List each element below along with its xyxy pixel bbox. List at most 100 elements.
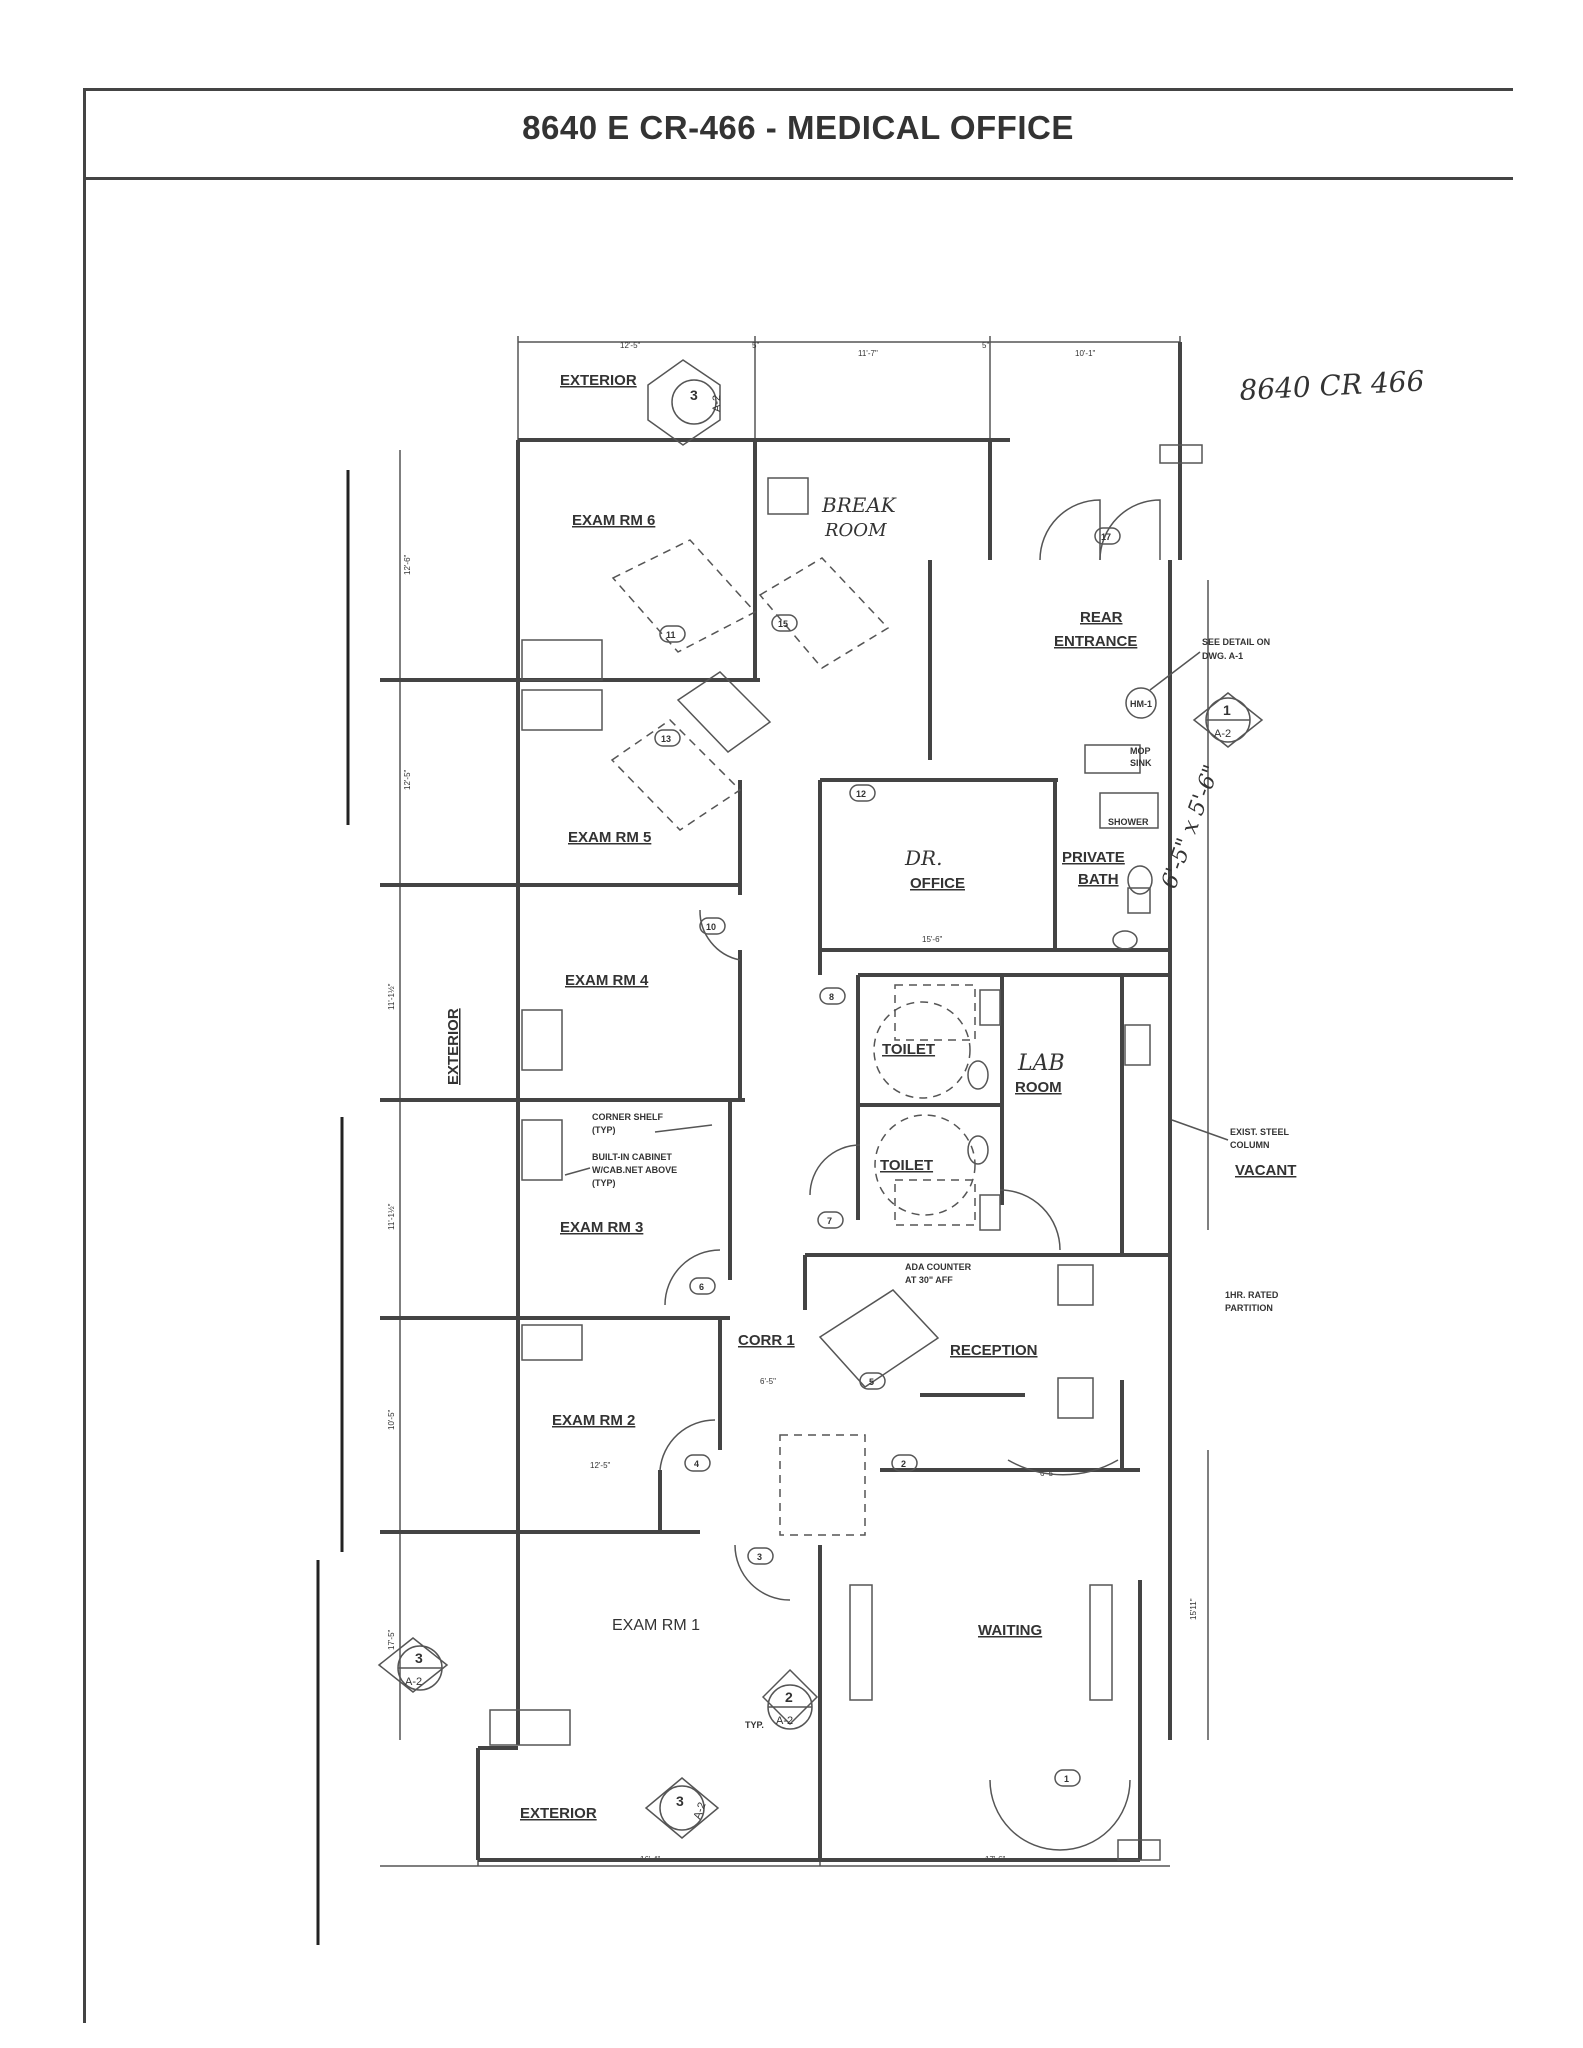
room-rear-entrance: REAR — [1080, 609, 1123, 626]
dim-top-5: 10'-1" — [1075, 349, 1096, 358]
section-marker-bottom-center: 2 A-2 TYP. — [745, 1668, 819, 1730]
handwritten-dimension: 6'-5" x 5'-6" — [1157, 762, 1225, 892]
room-waiting: WAITING — [978, 1622, 1042, 1639]
svg-text:3: 3 — [690, 387, 698, 403]
room-toilet-lower: TOILET — [880, 1157, 933, 1174]
room-break: BREAK — [821, 493, 897, 517]
dim-top-3: 11'-7" — [858, 349, 878, 358]
section-marker-top: 3 A-2 — [647, 359, 723, 446]
room-lab-line2: ROOM — [1015, 1079, 1062, 1096]
room-lab: LAB — [1017, 1051, 1065, 1076]
note-corner-shelf-line2: (TYP) — [592, 1125, 616, 1135]
room-shower: SHOWER — [1108, 817, 1149, 827]
dim-left-4: 11'-1½" — [387, 1203, 396, 1230]
dim-left-2: 12'-5" — [403, 769, 412, 790]
section-marker-bottom: 3 A-2 — [644, 1777, 720, 1839]
room-labels: EXAM RM 6 EXAM RM 5 EXAM RM 4 EXAM RM 3 … — [445, 372, 1296, 1822]
svg-text:A-2: A-2 — [776, 1715, 793, 1727]
svg-text:3: 3 — [757, 1552, 762, 1562]
dim-dr-width: 15'-6" — [922, 935, 943, 944]
note-rated-partition-line2: PARTITION — [1225, 1303, 1273, 1313]
room-exam-3: EXAM RM 3 — [560, 1219, 643, 1236]
dim-mid-3: 6'-5" — [760, 1377, 776, 1386]
section-marker-right: 1 A-2 — [1192, 692, 1264, 748]
svg-text:5: 5 — [869, 1377, 874, 1387]
section-marker-left: 3 A-2 — [377, 1637, 449, 1693]
dim-top-1: 12'-5" — [620, 341, 641, 350]
svg-text:11: 11 — [666, 630, 676, 640]
room-private-bath-line2: BATH — [1078, 871, 1119, 888]
svg-text:10: 10 — [706, 922, 716, 932]
svg-text:A-2: A-2 — [711, 395, 723, 412]
svg-text:17: 17 — [1101, 532, 1111, 542]
dim-top-2: 5" — [752, 341, 759, 350]
room-exam-5: EXAM RM 5 — [568, 829, 651, 846]
svg-text:12: 12 — [856, 789, 866, 799]
page-title: 8640 E CR-466 - MEDICAL OFFICE — [522, 109, 1074, 146]
title-bar: 8640 E CR-466 - MEDICAL OFFICE — [83, 88, 1513, 180]
svg-text:A-2: A-2 — [405, 1676, 422, 1688]
dimension-labels: 12'-5" 5" 11'-7" 5" 10'-1" 12'-6" 12'-5"… — [387, 341, 1198, 1864]
note-builtin-cabinet: BUILT-IN CABINET — [592, 1152, 672, 1162]
svg-text:1: 1 — [1064, 1774, 1069, 1784]
note-see-detail-line2: DWG. A-1 — [1202, 651, 1243, 661]
note-see-detail: SEE DETAIL ON — [1202, 637, 1270, 647]
door-swings — [489, 444, 1203, 1861]
dim-top-4: 5" — [982, 341, 989, 350]
note-builtin-cabinet-line3: (TYP) — [592, 1178, 616, 1188]
dim-left-1: 12'-6" — [403, 554, 412, 575]
svg-text:2: 2 — [785, 1689, 793, 1705]
room-exam-2: EXAM RM 2 — [552, 1412, 635, 1429]
note-builtin-cabinet-line2: W/CAB.NET ABOVE — [592, 1165, 677, 1175]
room-break-line2: ROOM — [824, 520, 887, 541]
room-reception: RECEPTION — [950, 1342, 1038, 1359]
dim-left-3: 11'-1½" — [387, 983, 396, 1010]
room-dr-office: DR. — [904, 846, 942, 870]
svg-text:2: 2 — [901, 1459, 906, 1469]
dim-right-1: 15'11" — [1189, 1598, 1198, 1620]
note-ada-counter: ADA COUNTER — [905, 1262, 972, 1272]
svg-text:A-2: A-2 — [1214, 728, 1231, 740]
svg-text:HM-1: HM-1 — [1130, 699, 1152, 709]
svg-text:6: 6 — [699, 1282, 704, 1292]
label-exterior-left: EXTERIOR — [445, 1008, 462, 1085]
room-corridor: CORR 1 — [738, 1332, 795, 1349]
room-vacant: VACANT — [1235, 1162, 1296, 1179]
room-exam-4: EXAM RM 4 — [565, 972, 649, 989]
typ-note: TYP. — [745, 1720, 764, 1730]
svg-text:3: 3 — [415, 1650, 423, 1666]
svg-text:A-2: A-2 — [692, 1801, 709, 1821]
room-mop-sink-line2: SINK — [1130, 758, 1152, 768]
note-rated-partition: 1HR. RATED — [1225, 1290, 1279, 1300]
door-tags: 17 11 15 13 12 10 8 7 6 5 4 2 3 1 HM-1 — [654, 527, 1157, 1787]
svg-text:1: 1 — [1223, 702, 1231, 718]
svg-text:4: 4 — [694, 1459, 699, 1469]
dim-left-5: 10'-5" — [387, 1409, 396, 1430]
note-exist-column: EXIST. STEEL — [1230, 1127, 1290, 1137]
handwritten-address: 8640 CR 466 — [1239, 364, 1425, 407]
label-exterior-bottom: EXTERIOR — [520, 1805, 597, 1822]
svg-text:8: 8 — [829, 992, 834, 1002]
room-dr-office-line2: OFFICE — [910, 875, 965, 892]
room-toilet-upper: TOILET — [882, 1041, 935, 1058]
label-exterior-top: EXTERIOR — [560, 372, 637, 389]
room-rear-entrance-line2: ENTRANCE — [1054, 633, 1137, 650]
room-exam-1: EXAM RM 1 — [612, 1617, 700, 1634]
room-private-bath: PRIVATE — [1062, 849, 1125, 866]
svg-text:13: 13 — [661, 734, 671, 744]
walls — [380, 342, 1182, 1862]
svg-text:7: 7 — [827, 1216, 832, 1226]
svg-text:3: 3 — [676, 1793, 684, 1809]
dim-mid-1: 12'-5" — [590, 1461, 611, 1470]
page-left-border — [83, 88, 86, 2023]
dim-left-6: 17'-5" — [387, 1629, 396, 1650]
room-exam-6: EXAM RM 6 — [572, 512, 655, 529]
svg-text:15: 15 — [778, 619, 788, 629]
note-ada-counter-line2: AT 30" AFF — [905, 1275, 953, 1285]
room-mop-sink: MOP — [1130, 746, 1151, 756]
note-corner-shelf: CORNER SHELF — [592, 1112, 664, 1122]
dimension-lines — [316, 336, 1209, 1945]
notes: SEE DETAIL ON DWG. A-1 EXIST. STEEL COLU… — [564, 637, 1290, 1313]
